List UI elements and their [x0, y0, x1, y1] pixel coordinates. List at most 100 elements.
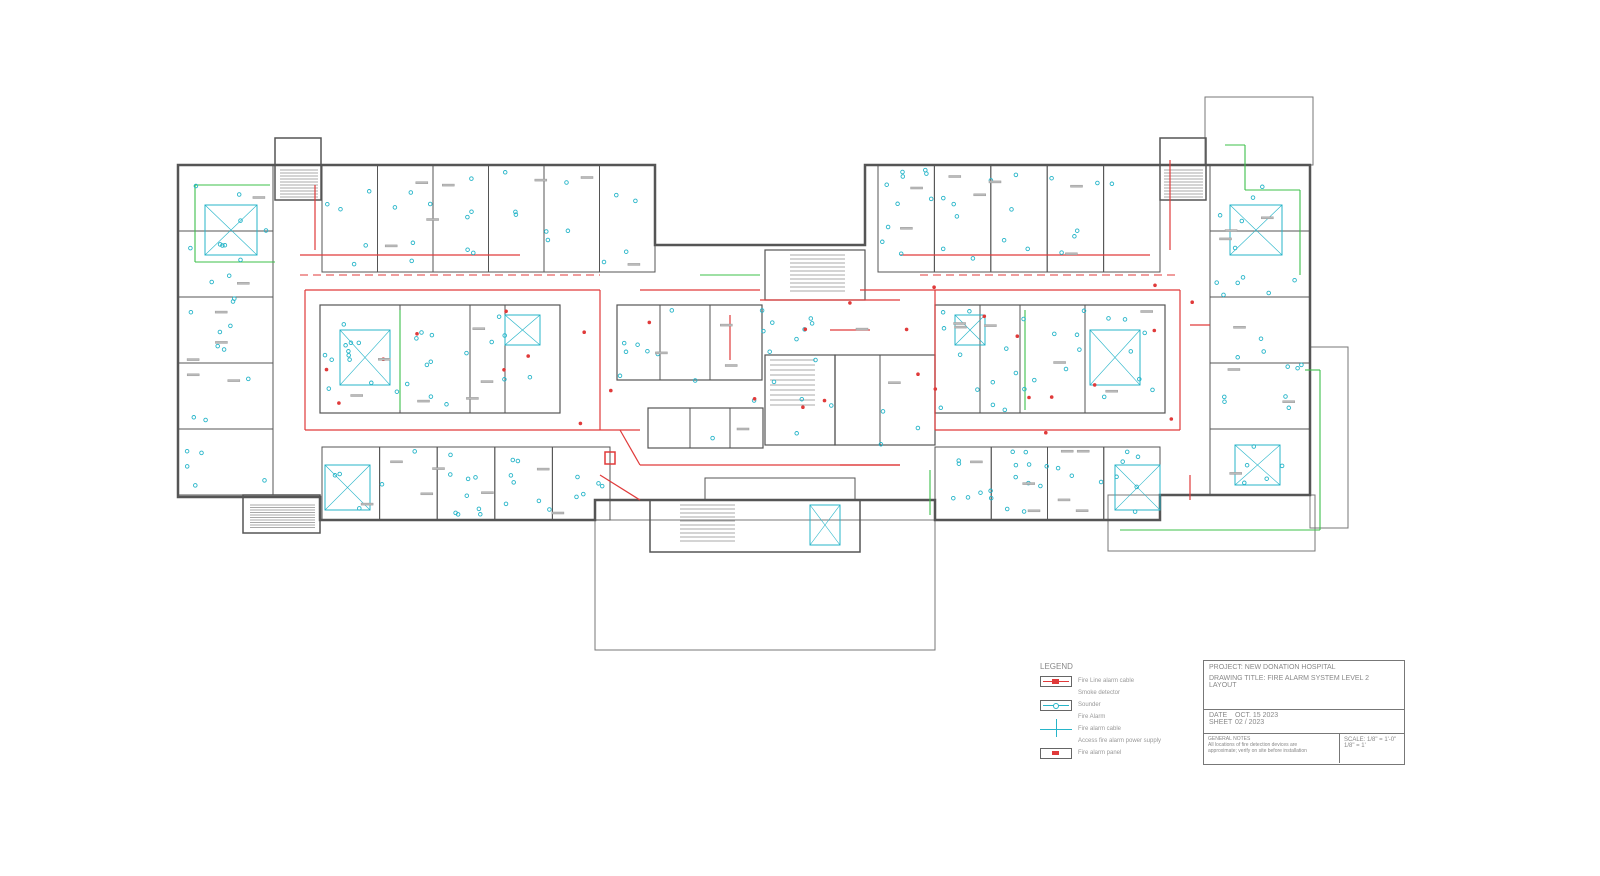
- smoke-detector: [326, 386, 332, 391]
- room-label-mark: [551, 511, 565, 515]
- ceiling-diagonal: [1229, 204, 1283, 256]
- room-label-mark: [186, 358, 200, 361]
- smoke-detector: [1059, 250, 1064, 255]
- smoke-detector: [246, 376, 251, 382]
- smoke-detector: [1124, 449, 1130, 455]
- fire-alarm-device: [504, 309, 508, 314]
- cyan-line-symbol-icon: [1040, 699, 1072, 711]
- smoke-detector: [238, 257, 243, 263]
- patient-room: [379, 446, 438, 521]
- smoke-detector: [226, 273, 232, 278]
- smoke-detector: [409, 258, 414, 264]
- smoke-detector: [346, 349, 351, 354]
- date-value: OCT. 15 2023: [1235, 712, 1279, 719]
- room-label-mark: [442, 183, 455, 187]
- smoke-detector: [565, 228, 571, 234]
- smoke-detector: [228, 323, 233, 329]
- smoke-detector: [547, 507, 552, 512]
- smoke-detector: [1004, 346, 1009, 351]
- legend-item: Fire alarm panel: [1040, 747, 1190, 759]
- smoke-detector: [794, 431, 799, 436]
- smoke-detector: [465, 247, 470, 252]
- smoke-detector: [1098, 479, 1104, 485]
- patient-room: [1209, 230, 1311, 298]
- smoke-detector: [1242, 480, 1247, 486]
- smoke-detector: [347, 357, 352, 362]
- smoke-detector: [1081, 308, 1087, 314]
- smoke-detector: [956, 461, 962, 466]
- smoke-detector: [1264, 476, 1269, 481]
- smoke-detector: [633, 198, 638, 204]
- smoke-detector: [1001, 237, 1007, 243]
- smoke-detector: [1069, 473, 1075, 478]
- smoke-detector: [414, 336, 419, 341]
- red-panel-symbol-icon: [1040, 747, 1072, 759]
- smoke-detector: [419, 330, 424, 335]
- smoke-detector: [329, 357, 334, 362]
- room-label-mark: [1053, 361, 1066, 364]
- room-label-mark: [1027, 509, 1041, 513]
- smoke-detector: [199, 450, 204, 456]
- smoke-detector: [410, 240, 416, 246]
- patient-room: [934, 446, 992, 521]
- smoke-detector: [1002, 407, 1008, 413]
- legend-item: Fire Alarm: [1078, 714, 1106, 720]
- smoke-detector: [692, 378, 698, 383]
- smoke-detector: [184, 448, 190, 454]
- room-label-mark: [360, 502, 374, 506]
- smoke-detector: [1026, 462, 1032, 467]
- smoke-detector: [1072, 234, 1077, 239]
- smoke-detector: [263, 228, 269, 233]
- smoke-detector: [1251, 444, 1257, 449]
- scale-value: 1/8" = 1': [1344, 743, 1366, 749]
- smoke-detector: [1010, 449, 1015, 455]
- smoke-detector: [645, 348, 650, 354]
- smoke-detector: [1049, 175, 1054, 181]
- smoke-detector: [808, 316, 814, 321]
- smoke-detector: [770, 320, 775, 325]
- room-label-mark: [252, 196, 266, 199]
- smoke-detector: [898, 251, 904, 256]
- room-label-mark: [432, 467, 445, 470]
- smoke-detector: [941, 195, 946, 201]
- smoke-detector: [1021, 509, 1027, 514]
- legend: LEGEND Fire Line alarm cable Smoke detec…: [1040, 662, 1190, 759]
- smoke-detector: [938, 405, 944, 411]
- smoke-detector: [574, 494, 579, 500]
- smoke-detector: [448, 472, 453, 477]
- smoke-detector: [502, 377, 507, 382]
- fire-alarm-device: [916, 372, 920, 377]
- fire-alarm-device: [1092, 383, 1097, 387]
- smoke-detector: [322, 352, 328, 358]
- roof-annex: [1204, 96, 1314, 166]
- smoke-detector: [1009, 207, 1014, 212]
- smoke-detector: [575, 474, 580, 480]
- fire-alarm-device: [1015, 334, 1020, 339]
- smoke-detector: [341, 322, 347, 327]
- fire-alarm-device: [324, 367, 329, 372]
- smoke-detector: [1250, 195, 1256, 200]
- smoke-detector: [940, 310, 946, 315]
- smoke-detector: [1135, 454, 1141, 460]
- smoke-detector: [878, 442, 884, 447]
- smoke-detector: [464, 350, 469, 356]
- fire-alarm-device: [1044, 430, 1048, 435]
- title-block: PROJECT: NEW DONATION HOSPITAL DRAWING T…: [1203, 660, 1405, 765]
- smoke-detector: [957, 352, 963, 357]
- smoke-detector: [515, 458, 521, 464]
- smoke-detector: [564, 180, 569, 185]
- room-label-mark: [350, 394, 363, 397]
- smoke-detector: [1022, 386, 1027, 392]
- smoke-detector: [1217, 213, 1223, 218]
- smoke-detector: [209, 279, 214, 285]
- smoke-detector: [455, 512, 461, 517]
- smoke-detector: [794, 336, 799, 342]
- smoke-detector: [759, 308, 765, 313]
- patient-room: [377, 164, 434, 273]
- fire-alarm-device: [982, 314, 987, 319]
- smoke-detector: [1283, 394, 1288, 399]
- smoke-detector: [941, 326, 947, 331]
- smoke-detector: [1120, 459, 1125, 464]
- cyan-cross-symbol-icon: [1040, 719, 1072, 737]
- patient-room: [543, 164, 600, 273]
